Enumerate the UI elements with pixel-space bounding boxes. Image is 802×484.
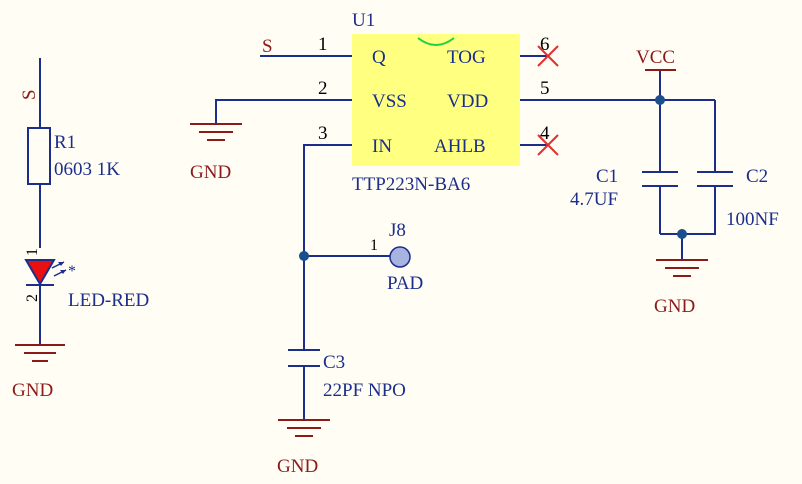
c3-designator: C3	[323, 352, 345, 373]
u1-pin-in: IN	[372, 136, 392, 157]
capacitor-c3[interactable]	[288, 349, 320, 367]
net-label-s-chip: S	[262, 36, 273, 57]
led-pin-1: 1	[24, 248, 41, 256]
gnd-label-caps: GND	[654, 296, 695, 317]
u1-pin5-number: 5	[540, 78, 550, 99]
j8-pin-number: 1	[370, 237, 378, 254]
c1-value: 4.7UF	[570, 189, 618, 210]
net-label-s-left: S	[19, 89, 40, 100]
vcc-label: VCC	[636, 47, 675, 68]
u1-pin1-number: 1	[318, 34, 328, 55]
c3-value: 22PF NPO	[323, 380, 406, 401]
u1-pin-vdd: VDD	[447, 91, 488, 112]
u1-pin1-notch	[417, 37, 455, 46]
no-connect-ahlb	[537, 134, 559, 156]
junction-vcc	[655, 95, 665, 105]
led-arrow-head-2	[60, 270, 66, 274]
u1-pin2-number: 2	[318, 78, 328, 99]
u1-part-number: TTP223N-BA6	[352, 174, 470, 195]
gnd-symbol-caps	[656, 259, 708, 277]
c2-designator: C2	[746, 166, 768, 187]
wire-vss-to-gnd[interactable]	[215, 99, 352, 124]
gnd-label-vss: GND	[190, 162, 231, 183]
junction-in-pad	[299, 251, 309, 261]
u1-designator: U1	[352, 10, 375, 31]
led-pin-2: 2	[24, 294, 41, 302]
gnd-symbol-c3	[278, 419, 330, 437]
u1-chip-body[interactable]	[352, 34, 520, 166]
r1-designator: R1	[54, 132, 76, 153]
j8-designator: J8	[389, 220, 406, 241]
led-arrow-head-1	[58, 262, 64, 266]
gnd-symbol-led	[15, 344, 65, 362]
j8-touch-pad[interactable]	[389, 246, 411, 268]
u1-pin6-number: 6	[540, 34, 550, 55]
u1-pin-q: Q	[372, 47, 386, 68]
j8-value: PAD	[387, 273, 423, 294]
gnd-label-led: GND	[12, 380, 53, 401]
led-red[interactable]	[24, 259, 67, 286]
u1-pin-vss: VSS	[372, 91, 407, 112]
capacitor-c2[interactable]	[697, 171, 733, 187]
c2-value: 100NF	[726, 209, 779, 230]
u1-pin3-number: 3	[318, 123, 328, 144]
led-triangle	[24, 259, 56, 286]
resistor-r1[interactable]	[27, 127, 51, 185]
u1-pin-tog: TOG	[447, 47, 486, 68]
u1-pin4-number: 4	[540, 123, 550, 144]
gnd-label-c3: GND	[277, 456, 318, 477]
junction-caps-gnd	[677, 229, 687, 239]
u1-pin-leads	[308, 55, 352, 146]
capacitor-c1[interactable]	[642, 171, 678, 187]
no-connect-tog	[537, 45, 559, 67]
wire-caps-bottom[interactable]	[660, 186, 716, 235]
gnd-symbol-vss	[190, 123, 242, 141]
u1-pin-ahlb: AHLB	[434, 136, 486, 157]
r1-value: 0603 1K	[54, 159, 120, 180]
c1-designator: C1	[596, 166, 618, 187]
led-value: LED-RED	[68, 290, 149, 311]
led-star-mark: *	[68, 263, 76, 280]
